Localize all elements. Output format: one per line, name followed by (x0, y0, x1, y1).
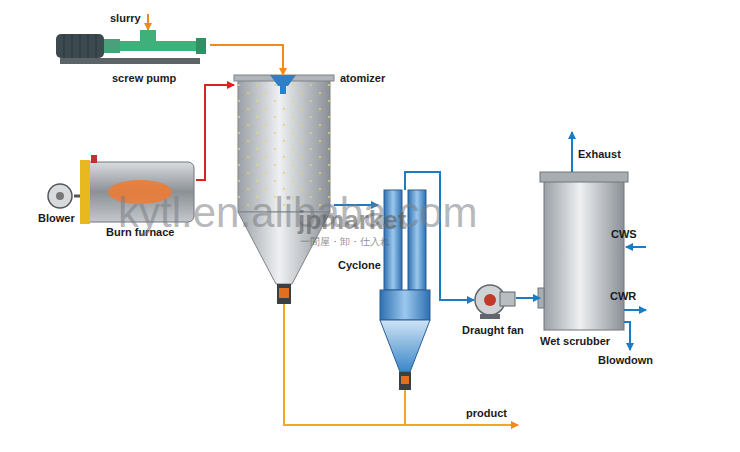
watermark: kytl.en.alibaba.com (118, 188, 478, 238)
flow-line (210, 45, 283, 75)
equipment-node: Draught fan (474, 284, 516, 320)
watermark: 一間屋・卸・仕入れ (300, 236, 390, 248)
stream-label: product (466, 407, 507, 420)
equipment-node: Blower (46, 182, 74, 210)
equipment-node: Wet scrubber (540, 172, 628, 332)
equipment-label: Draught fan (462, 324, 524, 337)
flow-line (74, 195, 80, 198)
equipment-label: Blower (38, 212, 75, 225)
equipment-node: screw pump (50, 28, 210, 68)
stream-label: Blowdown (598, 354, 653, 367)
stream-label: slurry (110, 12, 141, 25)
equipment-label: atomizer (340, 72, 385, 85)
equipment-label: Wet scrubber (540, 335, 610, 348)
equipment-label: Cyclone (338, 259, 381, 272)
flow-line (516, 297, 540, 299)
equipment-label: screw pump (112, 72, 176, 85)
stream-label: CWS (611, 228, 637, 241)
stream-label: Exhaust (578, 148, 621, 161)
watermark: jpmarket (298, 205, 406, 236)
stream-label: CWR (610, 290, 636, 303)
flow-line (196, 85, 234, 180)
